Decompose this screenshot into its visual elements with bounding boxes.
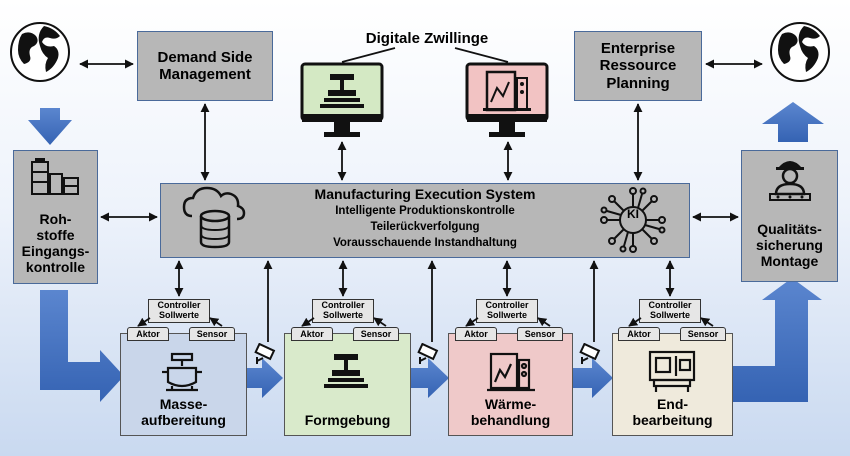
stage-box-finishing — [612, 333, 733, 436]
stage-box-mass-preparation — [120, 333, 247, 436]
sensor-label-3: Sensor — [524, 329, 556, 339]
controller-box-4: Controller Sollwerte — [639, 299, 701, 323]
actuator-tab-3: Aktor — [455, 327, 497, 341]
flow-arrow-stage3-to-stage4 — [573, 358, 613, 398]
erp-label: Enterprise Ressource Planning — [599, 40, 677, 92]
sensor-label-4: Sensor — [687, 329, 719, 339]
arrow-ctrl2-actor — [301, 317, 315, 327]
demand-side-label: Demand Side Management — [157, 48, 253, 83]
raw-material-inspection-box: Roh- stoffe Eingangs- kontrolle — [13, 150, 98, 284]
globe-right-icon — [770, 22, 830, 82]
stage-label-mass-preparation: Masse- aufbereitung — [141, 396, 226, 429]
actuator-label-3: Aktor — [464, 329, 488, 339]
furnace-icon — [487, 352, 535, 392]
cloud-database-icon — [182, 186, 246, 249]
flow-arrow-quality-to-globe — [762, 102, 824, 142]
mes-title: Manufacturing Execution System — [314, 186, 536, 202]
sensor-tab-3: Sensor — [517, 327, 563, 341]
digital-twin-forming-monitor-icon — [300, 62, 384, 137]
sensor-label-1: Sensor — [196, 329, 228, 339]
mes-box — [160, 183, 690, 258]
erp-box: Enterprise Ressource Planning — [574, 31, 702, 101]
press-icon — [324, 354, 368, 388]
mixer-icon — [162, 352, 202, 392]
stage-box-heat-treatment — [448, 333, 573, 436]
stage-label-heat-treatment: Wärme- behandlung — [470, 396, 551, 429]
arrow-sensor1-ctrl — [209, 317, 223, 327]
arrow-ctrl3-actor — [465, 317, 479, 327]
globe-left-icon — [10, 22, 70, 82]
stage-label-forming: Formgebung — [304, 412, 391, 428]
flow-arrow-raw-to-stage1 — [40, 290, 124, 402]
arrow-sensor2-ctrl — [373, 317, 387, 327]
sensor-tab-2: Sensor — [353, 327, 399, 341]
quality-label: Qualitäts- sicherung Montage — [756, 220, 823, 269]
line-title-twin2 — [454, 47, 509, 63]
flow-arrow-stage4-to-quality — [733, 278, 822, 402]
camera-icon-1 — [254, 343, 276, 364]
actuator-tab-1: Aktor — [127, 327, 169, 341]
controller-box-3: Controller Sollwerte — [476, 299, 538, 323]
controller-label-3: Controller Sollwerte — [485, 300, 529, 320]
actuator-tab-2: Aktor — [291, 327, 333, 341]
mes-line-3: Vorausschauende Instandhaltung — [333, 237, 517, 249]
flow-arrow-stage1-to-stage2 — [247, 358, 283, 398]
sensor-label-2: Sensor — [360, 329, 392, 339]
camera-icon-2 — [417, 343, 439, 364]
mes-line-2: Teilerückverfolgung — [370, 221, 480, 233]
controller-label-1: Controller Sollwerte — [157, 300, 201, 320]
warehouse-icon — [31, 158, 79, 195]
actuator-label-1: Aktor — [136, 329, 160, 339]
raw-material-label: Roh- stoffe Eingangs- kontrolle — [21, 210, 90, 275]
arrow-ctrl1-actor — [137, 317, 151, 327]
worker-icon — [769, 161, 811, 201]
controller-box-1: Controller Sollwerte — [148, 299, 210, 323]
arrow-ctrl4-actor — [628, 317, 642, 327]
sensor-tab-1: Sensor — [189, 327, 235, 341]
stage-label-finishing: End- bearbeitung — [632, 396, 713, 429]
arrow-sensor4-ctrl — [700, 317, 714, 327]
digital-twin-heat-treatment-monitor-icon — [465, 62, 549, 137]
machining-icon — [648, 350, 696, 392]
mes-line-1: Intelligente Produktionskontrolle — [335, 205, 515, 217]
flow-arrow-stage2-to-stage3 — [411, 358, 449, 398]
digital-twins-title: Digitale Zwillinge — [365, 30, 489, 47]
controller-label-4: Controller Sollwerte — [648, 300, 692, 320]
camera-icon-3 — [579, 343, 601, 364]
demand-side-management-box: Demand Side Management — [137, 31, 273, 101]
controller-box-2: Controller Sollwerte — [312, 299, 374, 323]
line-title-twin1 — [341, 47, 396, 63]
quality-assurance-box: Qualitäts- sicherung Montage — [741, 150, 838, 282]
flow-arrow-globe-to-raw — [28, 108, 72, 145]
actuator-label-4: Aktor — [627, 329, 651, 339]
actuator-label-2: Aktor — [300, 329, 324, 339]
arrow-sensor3-ctrl — [537, 317, 551, 327]
sensor-tab-4: Sensor — [680, 327, 726, 341]
ai-chip-icon — [600, 187, 666, 253]
controller-label-2: Controller Sollwerte — [321, 300, 365, 320]
ki-label: KI — [627, 207, 639, 221]
actuator-tab-4: Aktor — [618, 327, 660, 341]
